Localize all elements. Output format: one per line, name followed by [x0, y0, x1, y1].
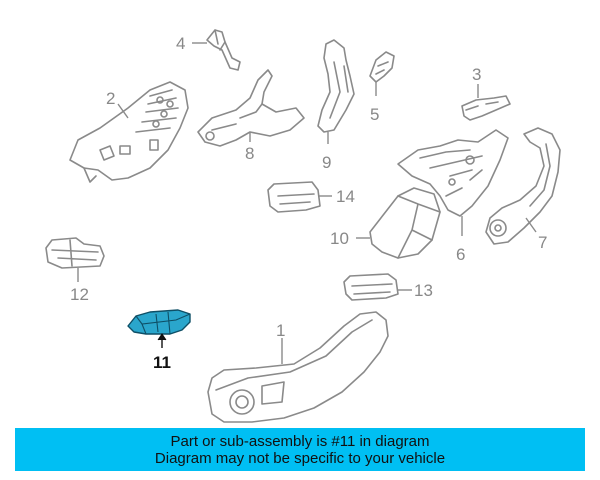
callout-11: 11 — [153, 353, 171, 372]
part-4 — [192, 29, 241, 71]
part-2 — [69, 81, 189, 183]
callout-7: 7 — [538, 233, 547, 252]
callout-14: 14 — [336, 187, 355, 206]
part-5 — [369, 51, 395, 96]
banner-line-2: Diagram may not be specific to your vehi… — [154, 450, 446, 467]
part-6 — [397, 129, 509, 236]
callout-4: 4 — [176, 34, 185, 53]
callout-13: 13 — [414, 281, 433, 300]
callout-12: 12 — [70, 285, 89, 304]
part-11-highlighted[interactable] — [127, 309, 191, 348]
part-9 — [317, 39, 355, 144]
part-1 — [207, 311, 389, 423]
callout-2: 2 — [106, 89, 115, 108]
part-12 — [45, 237, 105, 282]
callout-1: 1 — [276, 321, 285, 340]
part-14 — [267, 181, 332, 213]
callout-8: 8 — [245, 144, 254, 163]
part-10 — [356, 187, 441, 259]
callout-9: 9 — [322, 153, 331, 172]
part-7 — [485, 127, 561, 245]
callout-3: 3 — [472, 65, 481, 84]
callout-10: 10 — [330, 229, 349, 248]
info-banner: Part or sub-assembly is #11 in diagram D… — [15, 428, 585, 471]
part-13 — [343, 273, 412, 301]
part-8 — [197, 69, 305, 147]
callout-5: 5 — [370, 105, 379, 124]
part-3 — [461, 84, 511, 121]
banner-line-1: Part or sub-assembly is #11 in diagram — [170, 433, 430, 450]
callout-6: 6 — [456, 245, 465, 264]
